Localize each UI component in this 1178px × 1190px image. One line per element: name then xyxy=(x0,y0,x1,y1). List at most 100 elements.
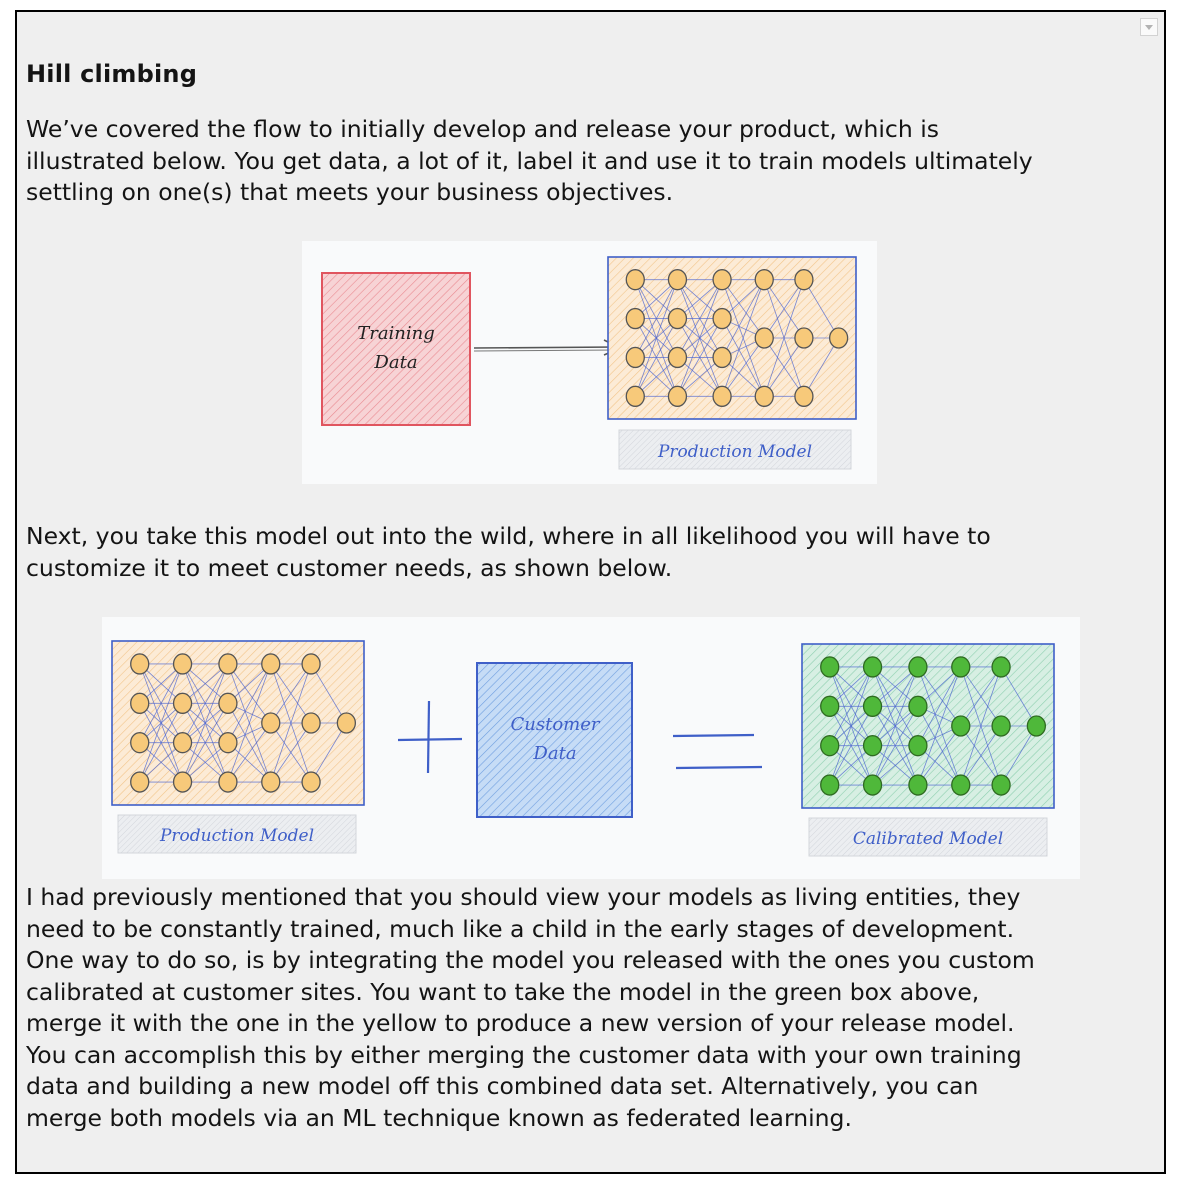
network-edge xyxy=(829,706,873,786)
network-node xyxy=(908,695,928,717)
equals-icon xyxy=(672,733,763,770)
network-node xyxy=(820,774,840,796)
federated-learning-paragraph: I had previously mentioned that you shou… xyxy=(26,883,1035,1132)
content-panel: Hill climbing We’ve covered the flow to … xyxy=(15,10,1166,1174)
network-node xyxy=(172,771,193,793)
network-edge xyxy=(917,706,962,786)
network-node xyxy=(862,656,883,678)
network-node xyxy=(794,327,814,349)
network-node xyxy=(261,653,281,675)
network-node xyxy=(820,695,840,717)
network-edge xyxy=(829,666,873,746)
network-edge xyxy=(270,663,312,724)
production-model-label: Production Model xyxy=(159,826,314,846)
customer-data-label-line1: Customer xyxy=(511,714,601,735)
plus-icon xyxy=(397,700,463,774)
network-edge xyxy=(634,279,678,397)
intro-paragraph: We’ve covered the flow to initially deve… xyxy=(26,115,1033,206)
network-edge xyxy=(872,666,919,786)
network-node xyxy=(820,656,840,678)
calibrated-model-label: Calibrated Model xyxy=(853,829,1003,849)
neural-network-icon xyxy=(820,656,1047,796)
network-node xyxy=(828,327,849,349)
network-node xyxy=(820,735,840,757)
network-node xyxy=(336,712,357,734)
network-edge xyxy=(139,703,183,783)
calibration-diagram: Production Model Customer Data Calibrate… xyxy=(102,617,1080,879)
network-edge xyxy=(917,666,962,727)
network-node xyxy=(218,732,238,754)
network-edge xyxy=(721,279,765,397)
network-node xyxy=(625,385,645,407)
network-node xyxy=(951,715,971,737)
network-node xyxy=(794,269,814,291)
training-flow-diagram: Training Data Production Model xyxy=(302,241,877,484)
network-node xyxy=(951,656,971,678)
network-edge xyxy=(310,722,347,783)
network-node xyxy=(130,771,150,793)
network-edge xyxy=(227,663,272,724)
network-edge xyxy=(227,703,272,783)
network-edge xyxy=(721,337,765,397)
neural-network-icon xyxy=(130,653,357,793)
production-model-label-box xyxy=(618,429,852,470)
network-node xyxy=(625,346,645,369)
customer-data-box xyxy=(476,662,633,818)
network-node xyxy=(172,732,193,754)
arrow-right-icon xyxy=(473,339,622,356)
network-node xyxy=(172,653,193,675)
network-edge xyxy=(763,279,805,339)
training-data-box xyxy=(321,272,471,426)
network-edge xyxy=(310,663,347,724)
network-edge xyxy=(917,666,962,746)
network-edge xyxy=(960,666,1002,786)
network-node xyxy=(172,692,193,714)
network-edge xyxy=(270,663,312,783)
neural-network-icon xyxy=(625,269,849,407)
section-title: Hill climbing xyxy=(26,60,198,88)
production-model-label: Production Model xyxy=(657,442,812,462)
network-node xyxy=(951,774,971,796)
training-data-label-line2: Data xyxy=(373,352,417,373)
network-edge xyxy=(803,337,839,397)
network-edge xyxy=(917,725,962,786)
network-edge xyxy=(634,318,678,397)
network-node xyxy=(908,774,928,796)
network-node xyxy=(667,346,688,369)
network-node xyxy=(218,771,238,793)
network-edge xyxy=(270,722,312,783)
calibrated-model-label-box xyxy=(808,817,1048,857)
network-node xyxy=(667,269,688,291)
network-edge xyxy=(917,666,962,786)
network-edge xyxy=(677,318,723,397)
network-edge xyxy=(1000,666,1037,727)
network-edge xyxy=(763,337,805,397)
network-edge xyxy=(803,279,839,339)
customization-paragraph: Next, you take this model out into the w… xyxy=(26,522,991,582)
network-edge xyxy=(721,279,765,358)
network-edge xyxy=(721,318,765,397)
network-node xyxy=(130,692,150,714)
network-node xyxy=(130,732,150,754)
network-node xyxy=(712,269,732,291)
training-data-label-line1: Training xyxy=(357,323,435,344)
network-edge xyxy=(634,279,678,358)
production-model-label-box xyxy=(117,814,357,854)
network-edge xyxy=(182,703,229,783)
network-edge xyxy=(139,663,183,783)
network-edge xyxy=(227,722,272,783)
network-node xyxy=(301,712,321,734)
network-node xyxy=(218,692,238,714)
network-edge xyxy=(1000,725,1037,786)
network-edge xyxy=(182,663,229,783)
network-node xyxy=(908,735,928,757)
network-edge xyxy=(227,663,272,783)
network-edge xyxy=(872,706,919,786)
network-node xyxy=(862,695,883,717)
network-node xyxy=(218,653,238,675)
network-edge xyxy=(677,279,723,358)
network-node xyxy=(625,307,645,330)
chevron-down-icon[interactable] xyxy=(1140,18,1158,36)
network-node xyxy=(862,774,883,796)
network-node xyxy=(261,771,281,793)
